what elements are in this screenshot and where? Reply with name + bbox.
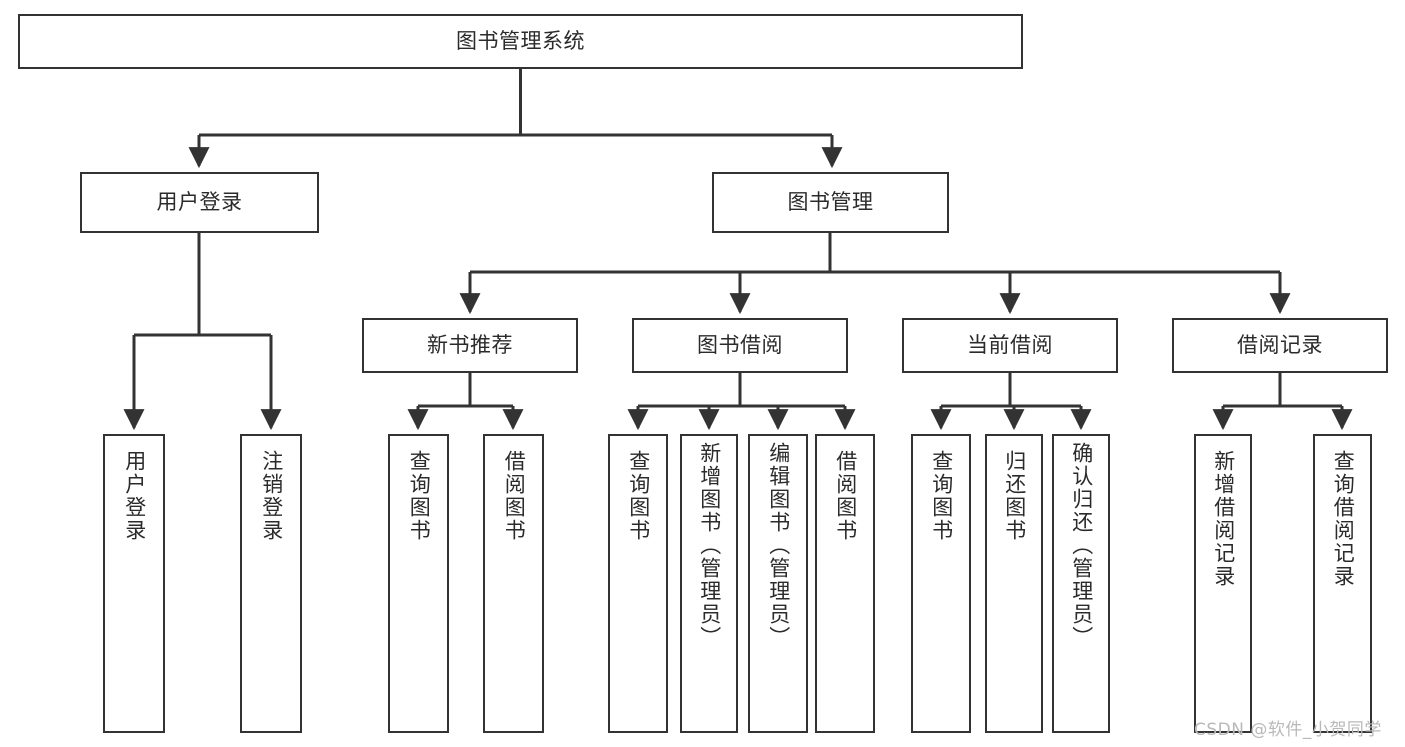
node-leaf-return-book[interactable]: 归还图书: [985, 434, 1043, 733]
node-leaf-edit-book-label: 编辑图书（管理员）: [766, 442, 791, 649]
node-new-book-recommend[interactable]: 新书推荐: [362, 318, 578, 373]
node-root[interactable]: 图书管理系统: [18, 14, 1023, 69]
node-leaf-confirm-return-label: 确认归还（管理员）: [1069, 442, 1094, 649]
node-leaf-query-record[interactable]: 查询借阅记录: [1313, 434, 1372, 733]
node-root-label: 图书管理系统: [456, 29, 585, 54]
node-leaf-borrow-book-2-label: 借阅图书: [833, 450, 858, 542]
node-leaf-borrow-book-1[interactable]: 借阅图书: [483, 434, 544, 733]
node-leaf-add-record-label: 新增借阅记录: [1211, 450, 1236, 588]
node-leaf-query-book-1[interactable]: 查询图书: [388, 434, 449, 733]
node-user-login[interactable]: 用户登录: [80, 172, 319, 233]
node-leaf-confirm-return[interactable]: 确认归还（管理员）: [1052, 434, 1110, 733]
node-new-book-recommend-label: 新书推荐: [427, 333, 513, 358]
node-leaf-edit-book[interactable]: 编辑图书（管理员）: [748, 434, 808, 733]
node-borrow-record[interactable]: 借阅记录: [1172, 318, 1388, 373]
node-book-manage[interactable]: 图书管理: [712, 172, 949, 233]
node-leaf-return-book-label: 归还图书: [1002, 450, 1027, 542]
node-leaf-query-record-label: 查询借阅记录: [1331, 450, 1356, 588]
node-borrow-record-label: 借阅记录: [1237, 333, 1323, 358]
node-leaf-borrow-book-2[interactable]: 借阅图书: [815, 434, 875, 733]
node-leaf-add-book[interactable]: 新增图书（管理员）: [680, 434, 738, 733]
node-leaf-query-book-3-label: 查询图书: [929, 450, 954, 542]
node-leaf-borrow-book-1-label: 借阅图书: [502, 450, 527, 542]
node-book-borrow[interactable]: 图书借阅: [632, 318, 848, 373]
node-leaf-query-book-2[interactable]: 查询图书: [608, 434, 668, 733]
node-user-login-label: 用户登录: [156, 190, 243, 215]
node-current-borrow-label: 当前借阅: [967, 333, 1053, 358]
node-leaf-user-login[interactable]: 用户登录: [103, 434, 165, 733]
node-leaf-user-logout[interactable]: 注销登录: [240, 434, 302, 733]
node-leaf-query-book-2-label: 查询图书: [626, 450, 651, 542]
node-current-borrow[interactable]: 当前借阅: [902, 318, 1118, 373]
node-leaf-user-logout-label: 注销登录: [259, 450, 284, 542]
node-leaf-query-book-1-label: 查询图书: [407, 450, 432, 542]
node-leaf-add-record[interactable]: 新增借阅记录: [1194, 434, 1252, 733]
node-book-manage-label: 图书管理: [787, 190, 874, 215]
node-leaf-user-login-label: 用户登录: [122, 450, 147, 542]
node-leaf-add-book-label: 新增图书（管理员）: [697, 442, 722, 649]
node-leaf-query-book-3[interactable]: 查询图书: [911, 434, 971, 733]
node-book-borrow-label: 图书借阅: [697, 333, 783, 358]
